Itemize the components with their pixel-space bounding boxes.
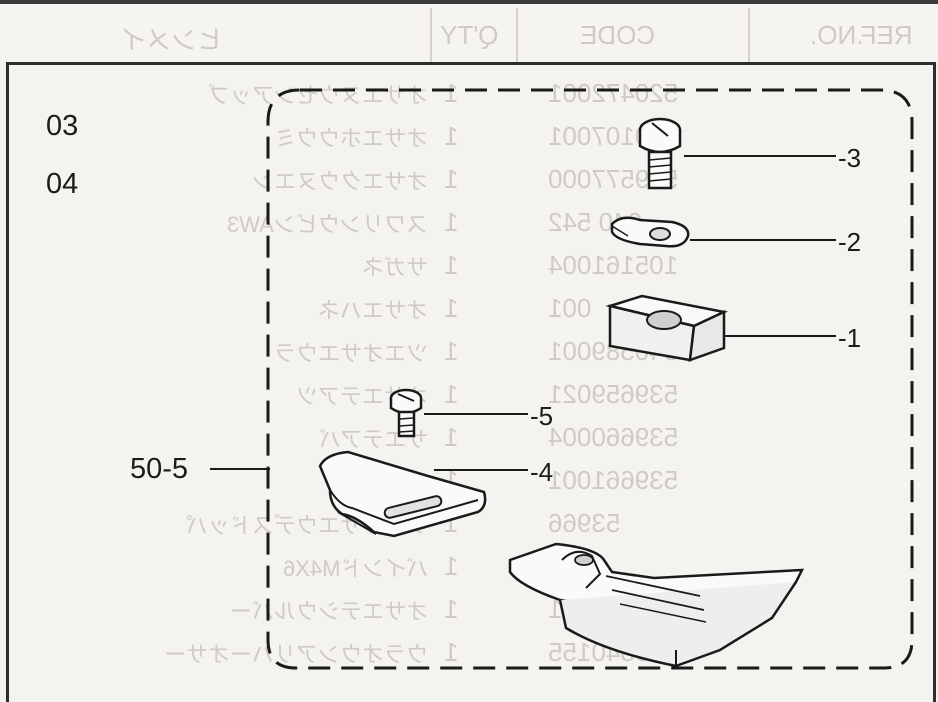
plate-part-4 — [318, 450, 487, 538]
callout-part-4: -4 — [530, 457, 554, 487]
ghost-column-divider — [748, 8, 750, 66]
block-part-1 — [605, 294, 729, 362]
callout-part-5: -5 — [530, 401, 554, 431]
presser-foot-part — [508, 542, 805, 668]
callout-reference-50-5: 50-5 — [130, 453, 189, 485]
callout-part-2: -2 — [838, 227, 862, 257]
washer-part-2 — [610, 216, 690, 248]
callout-part-3: -3 — [838, 143, 862, 173]
ghost-column-divider — [430, 8, 432, 66]
dashed-group-boundary — [266, 88, 914, 670]
assembly-code-03: 03 — [46, 110, 79, 142]
ghost-table-header: REF.NO. CODE Q'TY ヒンメイ — [0, 0, 938, 66]
screw-part-3 — [638, 117, 682, 190]
callout-part-1: -1 — [838, 323, 862, 353]
assembly-code-04: 04 — [46, 168, 79, 200]
screw-part-5 — [389, 388, 423, 438]
ghost-column-divider — [516, 8, 518, 66]
